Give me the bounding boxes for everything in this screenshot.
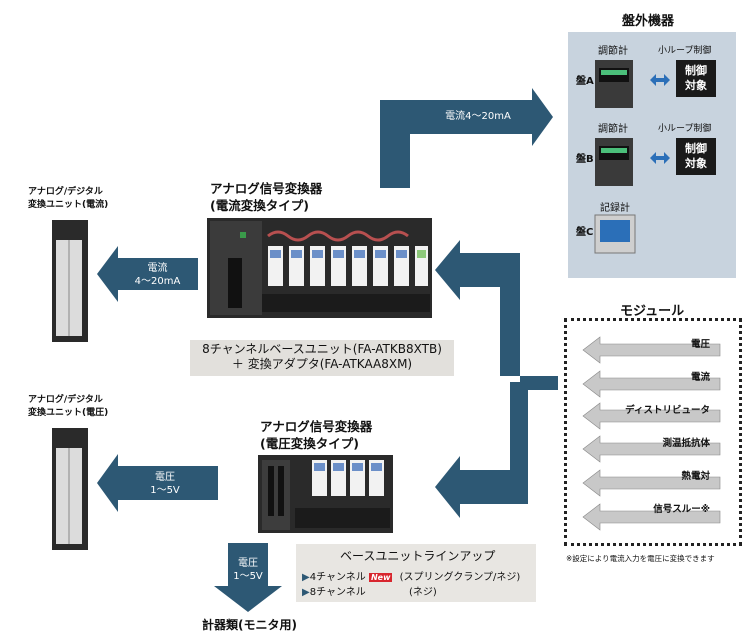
ad-unit-voltage-device (52, 428, 88, 550)
module-item-thermocouple: 熱電対 (681, 471, 710, 482)
recorder-c-device (594, 214, 636, 254)
panel-b-target: 制御 対象 (676, 138, 716, 175)
current-left-arrow (97, 246, 198, 302)
panel-b-label: 盤B (576, 154, 594, 165)
current-converter-caption: 8チャンネルベースユニット(FA-ATKB8XTB) ＋ 変換アダプタ(FA-A… (190, 340, 454, 376)
voltage-left-arrow-label: 電圧 1～5V (150, 472, 180, 496)
module-to-voltage-arrow (435, 382, 528, 518)
ad-unit-voltage-title: アナログ/デジタル 変換ユニット(電圧) (28, 395, 109, 418)
voltage-down-arrow (214, 543, 282, 612)
controller-a-device (595, 60, 633, 108)
panel-c-label: 盤C (576, 227, 594, 238)
lineup-row-1: ▶4チャンネル New (スプリングクランプ/ネジ) (302, 568, 520, 583)
ad-unit-current-device (52, 220, 88, 342)
module-item-voltage: 電圧 (690, 339, 710, 350)
module-to-converters-arrow (435, 240, 558, 390)
modules-note: ※設定により電流入力を電圧に変換できます (566, 554, 715, 563)
lineup-row-2-detail: (ネジ) (408, 587, 437, 598)
double-arrow-b (650, 152, 670, 164)
panel-a-loop-label: 小ループ制御 (658, 46, 712, 56)
voltage-converter-device (258, 455, 393, 533)
lineup-box (296, 544, 536, 602)
bullet-icon: ▶ (302, 587, 310, 598)
module-item-distributor: ディストリビュータ (625, 405, 710, 416)
current-left-arrow-label: 電流 4～20mA (134, 263, 181, 287)
new-badge: New (368, 573, 393, 582)
panel-b-loop-label: 小ループ制御 (658, 124, 712, 134)
module-item-signal-through: 信号スルー※ (653, 504, 710, 515)
bullet-icon: ▶ (302, 572, 310, 583)
double-arrow-a (650, 74, 670, 86)
caption-line-2: ＋ 変換アダプタ(FA-ATKAA8XM) (231, 357, 413, 371)
current-converter-title: アナログ信号変換器 (電流変換タイプ) (210, 181, 323, 213)
current-output-arrow (380, 88, 553, 188)
voltage-down-arrow-label: 電圧 1～5V (233, 558, 263, 582)
panel-a-target: 制御 対象 (676, 60, 716, 97)
panel-c-device-label: 記録計 (600, 203, 630, 214)
panel-a-device-label: 調節計 (598, 46, 628, 57)
lineup-row-1-label: 4チャンネル (309, 572, 366, 583)
meters-label: 計器類(モニタ用) (202, 618, 297, 632)
modules-title: モジュール (620, 304, 685, 319)
voltage-converter-title: アナログ信号変換器 (電圧変換タイプ) (260, 419, 373, 451)
lineup-row-1-detail: (スプリングクランプ/ネジ) (399, 572, 521, 583)
caption-line-1: 8チャンネルベースユニット(FA-ATKB8XTB) (202, 342, 442, 356)
controller-b-device (595, 138, 633, 186)
lineup-row-2: ▶8チャンネル (ネジ) (302, 583, 437, 598)
panel-a-label: 盤A (576, 76, 594, 87)
panel-devices-title: 盤外機器 (622, 14, 675, 29)
modules-box (564, 318, 742, 546)
module-arrows (582, 336, 721, 531)
module-item-rtd: 測温抵抗体 (662, 438, 710, 449)
ad-unit-current-title: アナログ/デジタル 変換ユニット(電流) (28, 187, 109, 210)
lineup-row-2-label: 8チャンネル (309, 587, 366, 598)
panel-b-device-label: 調節計 (598, 124, 628, 135)
current-converter-device (207, 218, 432, 318)
current-output-arrow-label: 電流4～20mA (445, 111, 511, 122)
voltage-left-arrow (97, 454, 218, 512)
module-item-current: 電流 (690, 372, 710, 383)
lineup-title: ベースユニットラインアップ (340, 549, 496, 563)
